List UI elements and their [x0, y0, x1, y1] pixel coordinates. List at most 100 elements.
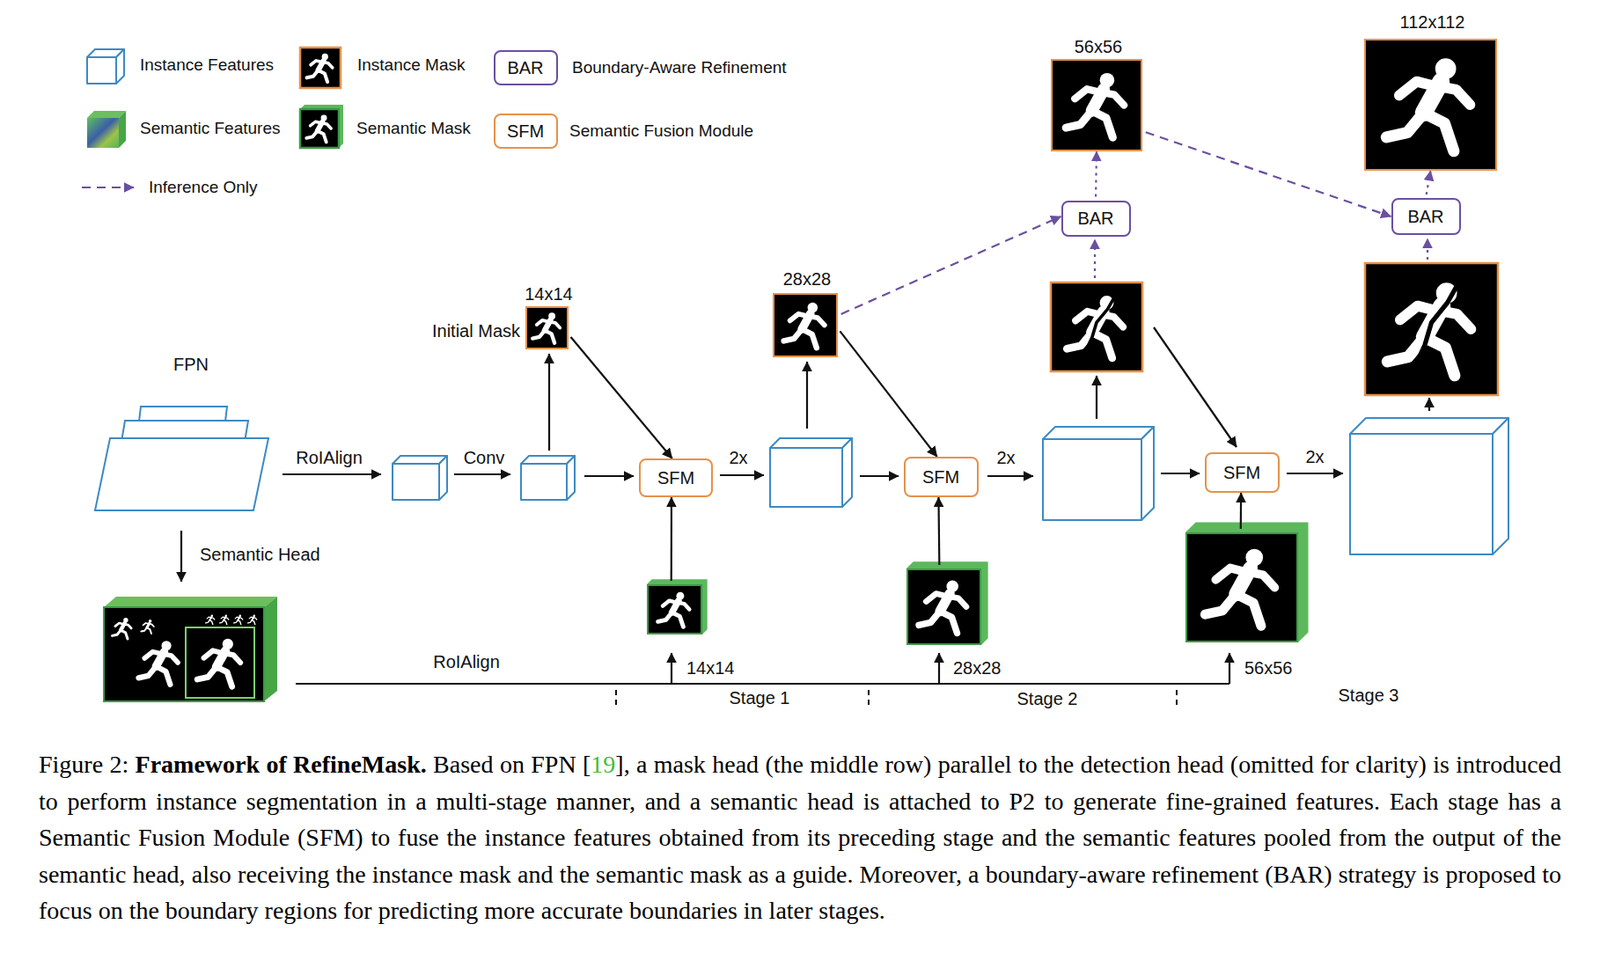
intermediate-mask: [1050, 282, 1143, 372]
feature-cube: [87, 57, 117, 84]
illustration: [81, 38, 1509, 684]
diagram-label: Stage 2: [1017, 689, 1079, 710]
module-box: SFM: [638, 458, 713, 498]
legend-dashed-arrow: [81, 186, 134, 189]
legend-instance-mask: [300, 47, 341, 89]
mask-image: [658, 592, 690, 628]
feature-cube: [116, 49, 125, 84]
size-label: 56x56: [1244, 658, 1293, 679]
mask-image: [532, 312, 560, 343]
feature-cube: [1042, 426, 1154, 521]
module-box: BAR: [493, 50, 558, 86]
size-label: 28x28: [783, 269, 832, 290]
semantic-head-output: [205, 614, 215, 624]
feature-cube: [521, 455, 575, 464]
feature-cube: [521, 455, 575, 500]
legend-text: Semantic Mask: [356, 118, 471, 139]
roialign-line: [295, 682, 1230, 685]
mask-image: [525, 306, 569, 350]
legend-semantic-features: [118, 110, 126, 148]
semantic-head-output: [138, 640, 178, 685]
mask-image: [646, 579, 708, 635]
semantic-head-output: [220, 614, 229, 624]
module-name: BAR: [1077, 208, 1114, 229]
size-label: Initial Mask: [432, 321, 521, 342]
mask-image: [1185, 532, 1299, 643]
mask-image: 14x14: [646, 584, 703, 635]
diagram-label: 2x: [728, 447, 748, 469]
mask-image: [1065, 73, 1124, 138]
legend-semantic-mask: [300, 109, 339, 148]
module-name: BAR: [1407, 206, 1444, 228]
inference-arrow: [1094, 151, 1098, 198]
feature-cube: [770, 447, 843, 507]
module-name: SFM: [506, 121, 544, 142]
stage-dividers: [867, 689, 870, 710]
diagram-label: RoIAlign: [433, 652, 500, 673]
legend-instance-mask: [300, 47, 341, 89]
arrow: [1428, 397, 1431, 412]
legend-text: Semantic Features: [139, 118, 280, 139]
mask-image: 56x56: [1185, 532, 1299, 643]
legend-instance-mask: [307, 53, 333, 82]
feature-cube: [770, 438, 852, 448]
feature-cube: [87, 49, 125, 84]
mask-image: [772, 293, 838, 358]
mask-image: [1185, 521, 1309, 643]
intermediate-mask: [1050, 282, 1143, 372]
module-box: BAR: [1061, 200, 1131, 237]
intermediate-mask: [1404, 278, 1461, 389]
legend-text: Instance Mask: [357, 55, 466, 75]
feature-cube: [1350, 418, 1509, 434]
arrow: [1093, 239, 1096, 279]
feature-cube: [439, 455, 448, 500]
legend-instance-mask: [300, 47, 341, 89]
intermediate-mask: [1050, 282, 1143, 372]
fpn-pyramid: [95, 438, 269, 511]
legend-semantic-mask: [306, 115, 331, 143]
semantic-head-output: [140, 619, 154, 634]
arrow: [282, 473, 382, 476]
inference-arrow: [1426, 170, 1432, 195]
legend-semantic-mask: [300, 109, 339, 148]
mask-image: [1386, 58, 1470, 152]
feature-cube: [1141, 426, 1154, 521]
module-name: BAR: [506, 58, 544, 79]
mask-image: 112x112: [1364, 38, 1498, 171]
stage-dividers: [615, 689, 617, 710]
size-label: 112x112: [1400, 12, 1466, 33]
module-name: SFM: [1223, 462, 1261, 484]
feature-cube: [1042, 426, 1154, 440]
arrow: [1160, 472, 1200, 475]
legend-text: Inference Only: [148, 177, 258, 198]
feature-cube: [521, 463, 567, 500]
arrow: [1426, 238, 1429, 260]
caption-run: 19: [590, 750, 616, 778]
inference-arrow: [841, 216, 1062, 315]
module-box: BAR: [1391, 198, 1461, 235]
module-box: SFM: [1204, 452, 1280, 493]
semantic-head-output: [103, 596, 278, 702]
flow-arrow: [571, 337, 673, 459]
arrow: [806, 361, 808, 429]
mask-image: [1050, 58, 1143, 152]
caption-run: Figure 2:: [38, 750, 129, 778]
mask-image: [1050, 58, 1143, 152]
caption-run: ]: [615, 750, 624, 778]
size-label: 14x14: [686, 658, 735, 679]
feature-cube: [392, 455, 448, 500]
mask-image: [772, 293, 838, 358]
inference-arrow: [1145, 132, 1392, 217]
mask-image: 56x56: [1050, 58, 1143, 152]
semantic-head-output: [197, 638, 241, 687]
mask-image: [906, 561, 989, 646]
arrow: [1095, 375, 1098, 419]
arrow: [719, 474, 764, 477]
mask-image: [918, 580, 967, 634]
mask-image: [1364, 38, 1498, 171]
legend-text: Semantic Fusion Module: [569, 121, 754, 141]
caption-run: Based on FPN: [426, 750, 583, 778]
mask-image: 28x28: [906, 568, 982, 646]
